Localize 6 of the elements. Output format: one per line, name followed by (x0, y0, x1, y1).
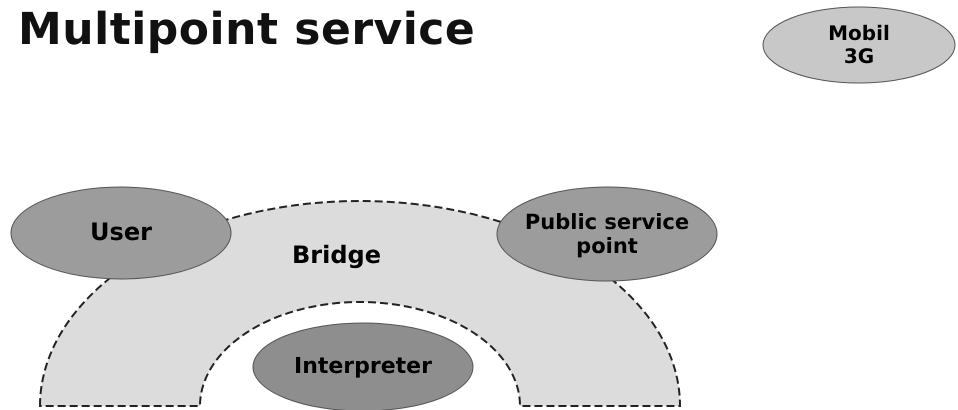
title: Multipoint service (18, 4, 476, 55)
node-label: User (90, 219, 152, 247)
node-label: Public service point (524, 210, 690, 258)
node-label: Mobil 3G (827, 22, 891, 68)
node-label: Bridge (292, 242, 381, 270)
node-label: Interpreter (294, 354, 432, 380)
